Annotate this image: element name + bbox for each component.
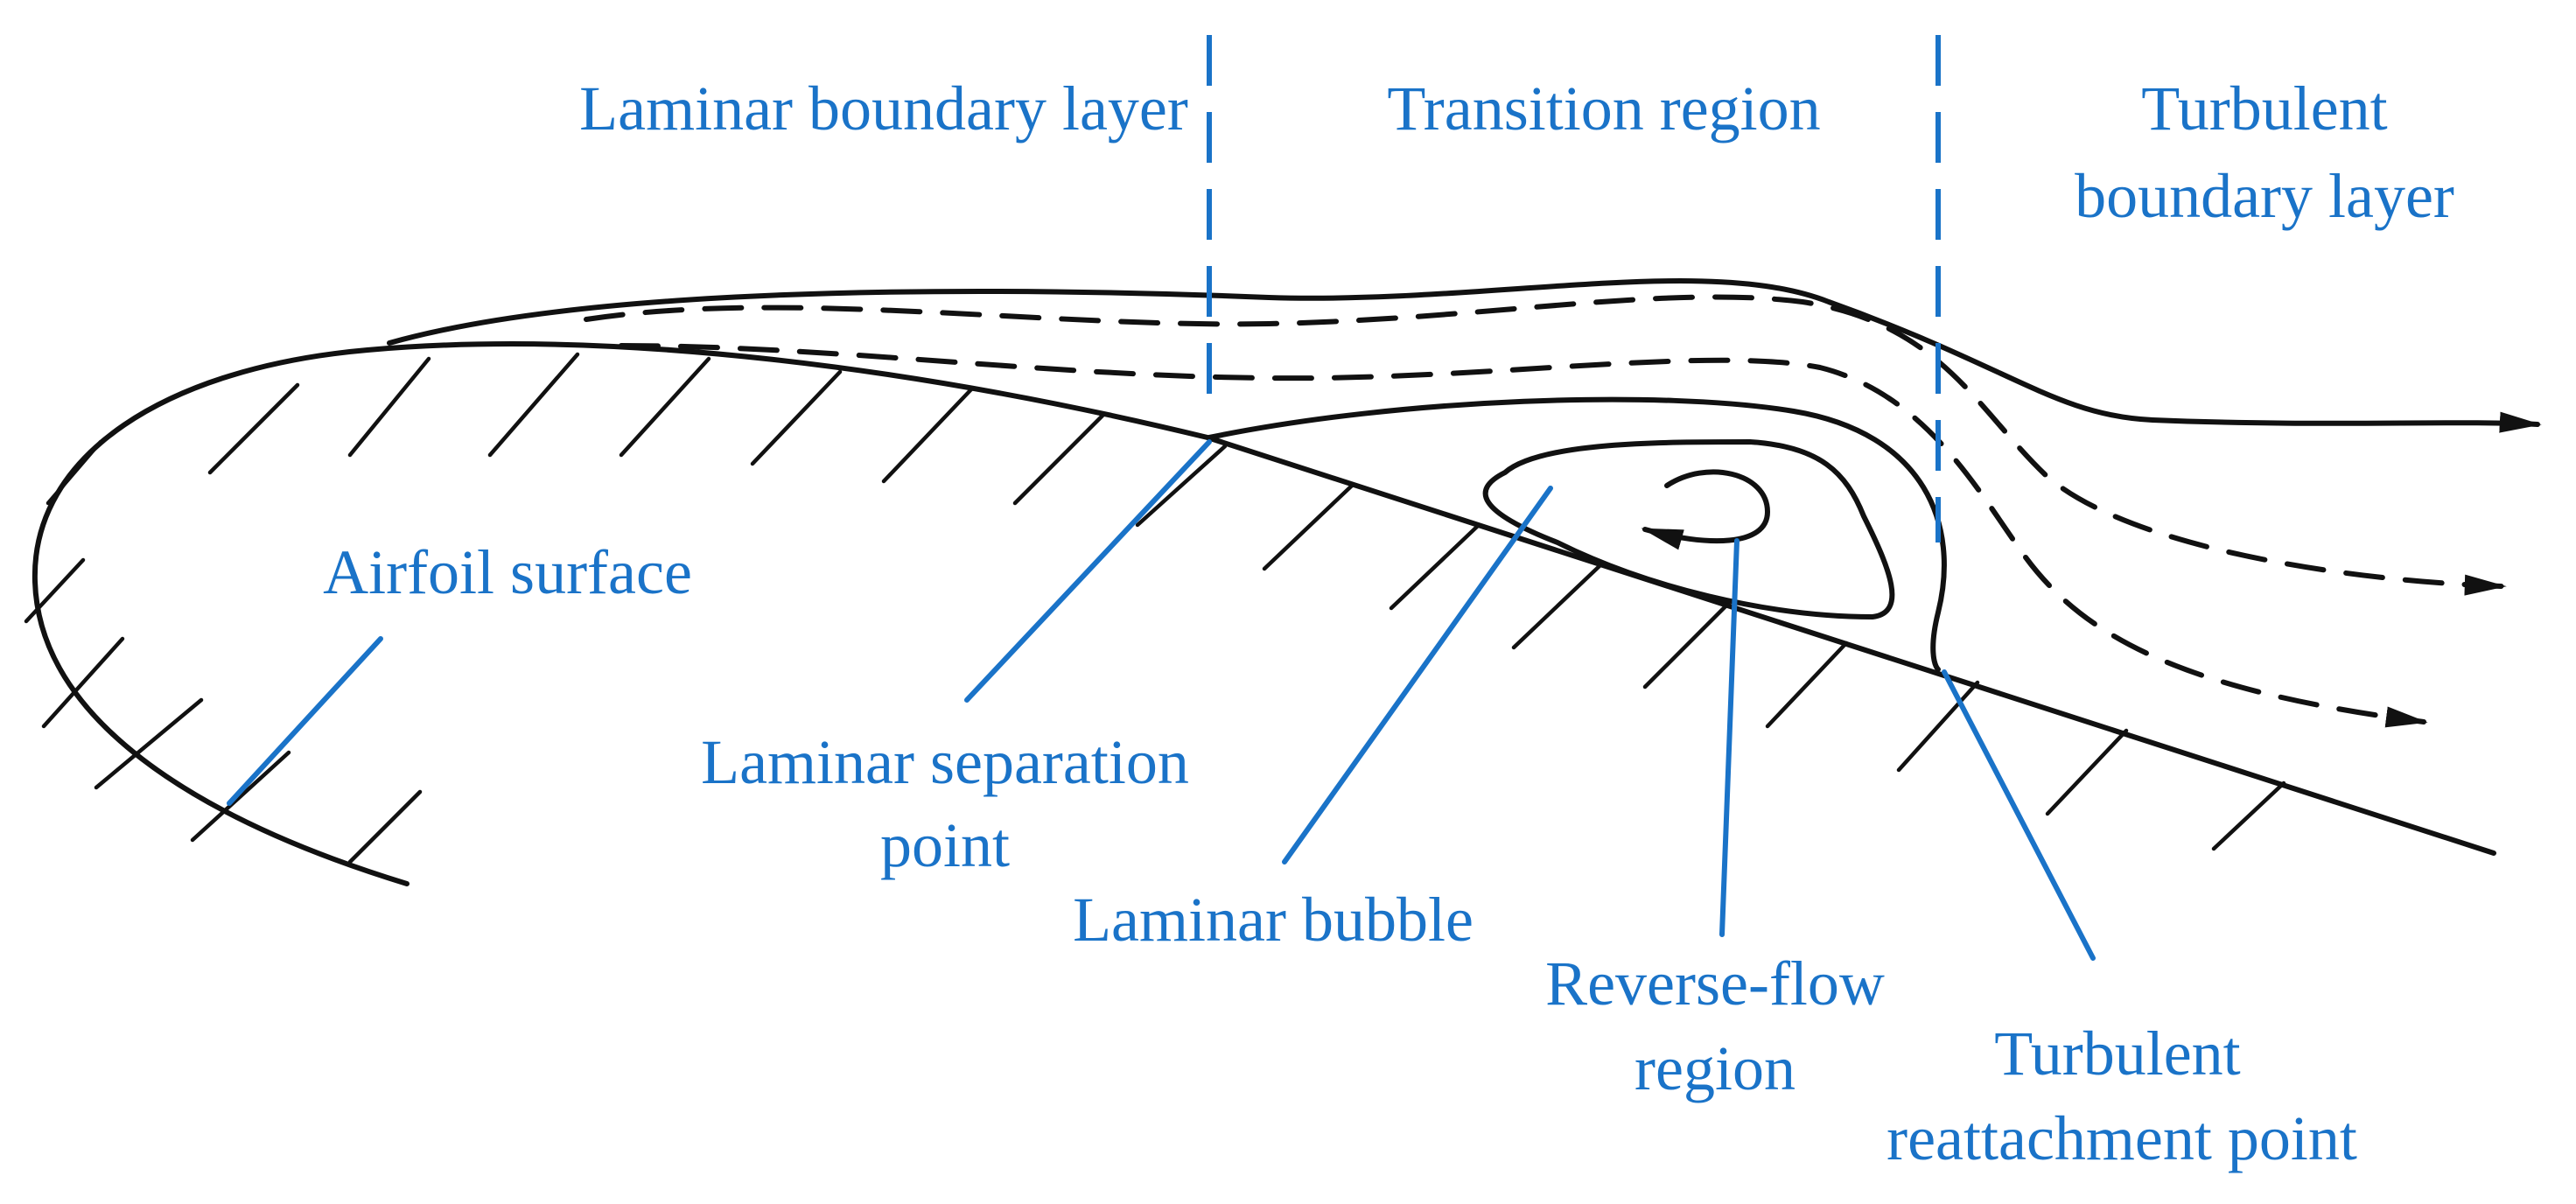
label-airfoil-surface: Airfoil surface <box>323 537 692 607</box>
label-laminar-separation-line2: point <box>880 810 1010 880</box>
dashed-streamline-lower <box>619 343 2428 728</box>
leader-laminar-separation <box>964 439 1212 703</box>
label-turbulent-boundary-layer-line2: boundary layer <box>2075 161 2454 231</box>
laminar-bubble-boundary <box>1207 396 1947 672</box>
leader-laminar-bubble <box>1282 486 1553 864</box>
leader-reverse-flow <box>1719 538 1740 937</box>
label-laminar-boundary-layer: Laminar boundary layer <box>579 74 1188 144</box>
outer-streamline <box>387 278 2542 433</box>
leader-turbulent-reattachment <box>1942 669 2096 961</box>
label-turbulent-reattachment-line1: Turbulent <box>1994 1018 2240 1088</box>
label-laminar-bubble: Laminar bubble <box>1073 885 1474 955</box>
label-turbulent-boundary-layer-line1: Turbulent <box>2141 74 2387 144</box>
label-transition-region: Transition region <box>1387 74 1820 144</box>
label-turbulent-reattachment-line2: reattachment point <box>1886 1103 2357 1173</box>
dashed-streamline-upper <box>584 294 2507 596</box>
airfoil-hatching <box>24 352 2286 864</box>
recirculation-loop <box>1482 439 1895 620</box>
label-reverse-flow-line2: region <box>1634 1033 1796 1103</box>
reverse-flow-vortex <box>1641 469 1770 550</box>
label-laminar-separation-line1: Laminar separation <box>701 727 1189 797</box>
leader-airfoil-surface <box>227 636 383 806</box>
airfoil-surface-outline <box>32 341 2496 886</box>
label-reverse-flow-line1: Reverse-flow <box>1545 948 1885 1018</box>
